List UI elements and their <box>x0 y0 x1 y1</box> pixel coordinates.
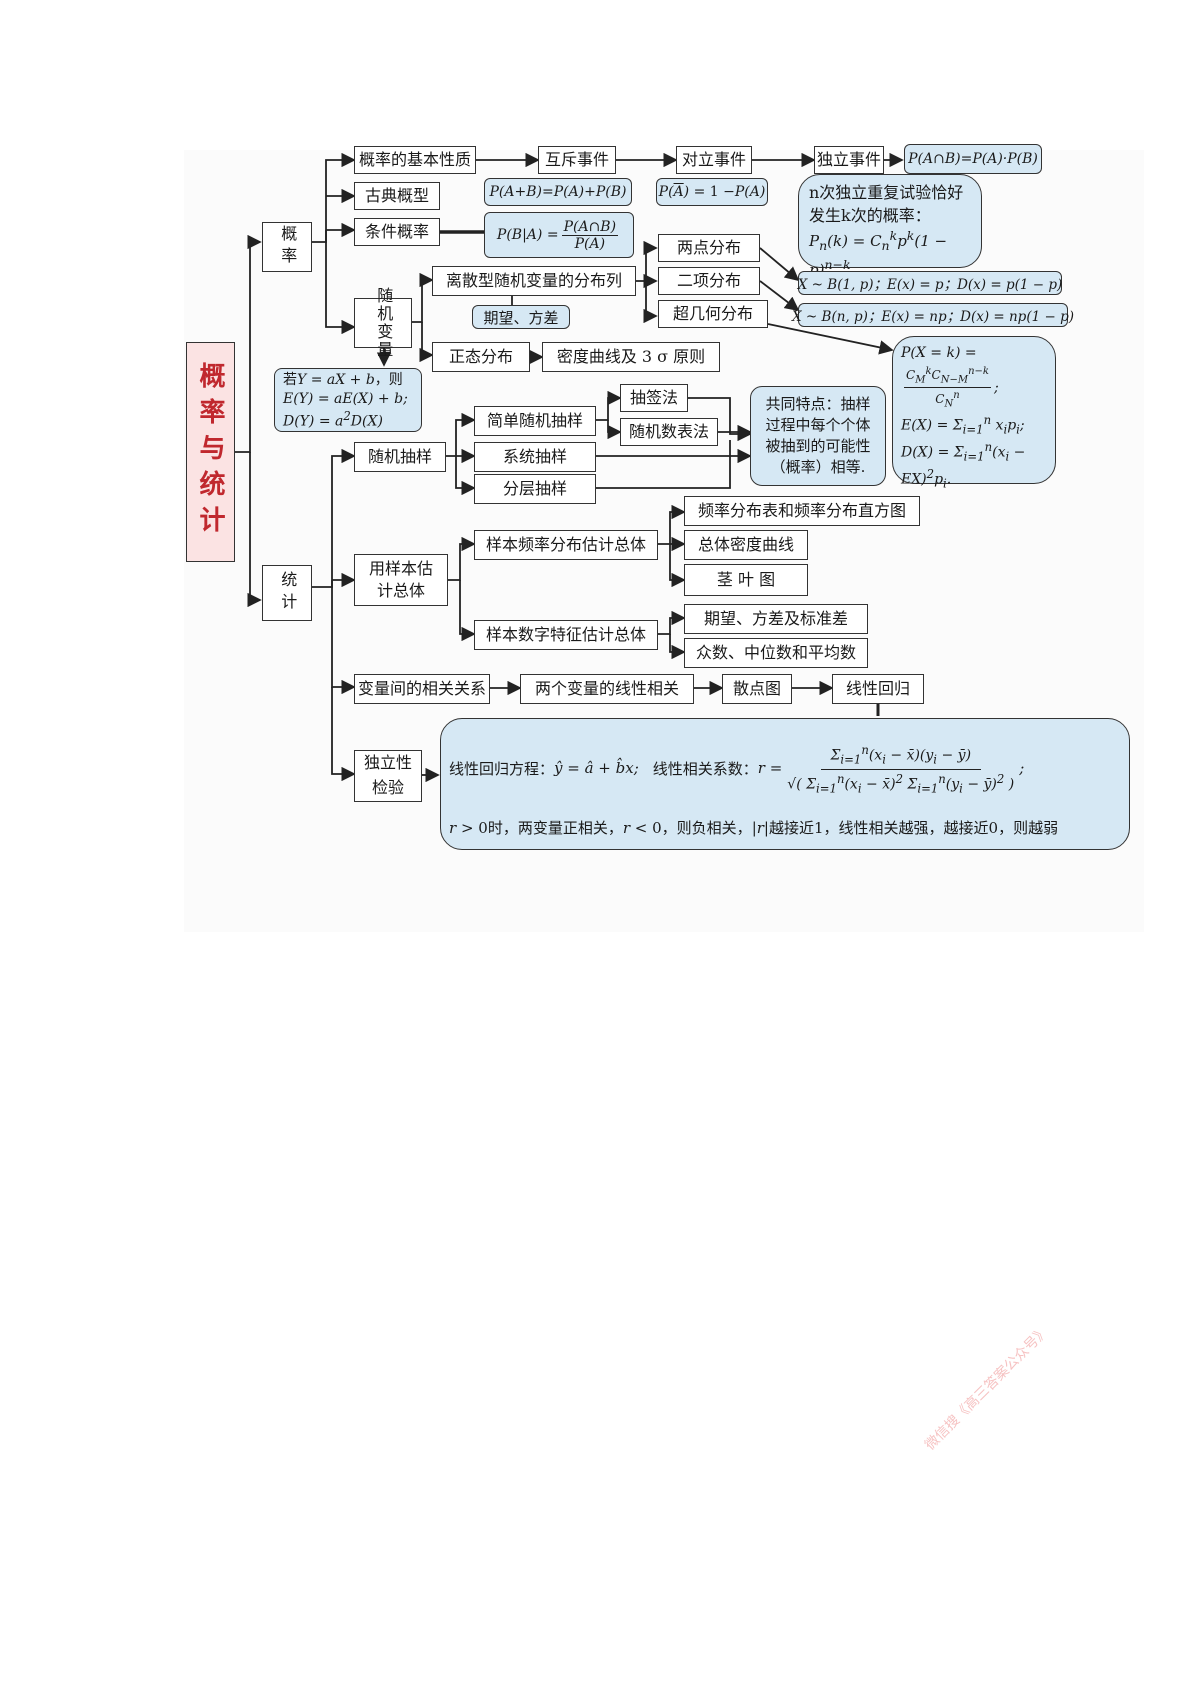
corr-note-positive: 时，两变量正相关， <box>487 819 623 837</box>
node-linear-regression: 线性回归 <box>832 674 924 704</box>
probability-statistics-mindmap: 概率与统计 概率 统计 概率的基本性质 古典概型 条件概率 随机变量 互斥事件 … <box>184 144 1144 932</box>
formula-bernoulli: Pn(k) = Cnkpk(1 − p)n−k <box>809 228 948 279</box>
node-frequency-table-histogram: 频率分布表和频率分布直方图 <box>684 496 920 526</box>
formula-linear-variance: D(Y) = a2D(X) <box>283 408 383 430</box>
formula-complement: P(A) = 1 − P(A) <box>656 178 768 206</box>
node-systematic-sampling: 系统抽样 <box>474 442 596 472</box>
node-expectation-variance: 期望、方差 <box>472 305 570 329</box>
formula-linear-transform: 若Y = aX + b，则 <box>283 372 403 388</box>
node-mutually-exclusive: 互斥事件 <box>538 146 616 174</box>
node-density-curve: 总体密度曲线 <box>684 530 808 560</box>
node-simple-random-sampling: 简单随机抽样 <box>474 406 596 436</box>
linear-rule-then: ，则 <box>374 372 403 388</box>
node-numeric-feature-estimate: 样本数字特征估计总体 <box>474 620 658 650</box>
formula-regression-equation: ŷ = â + b̂x; <box>554 759 639 777</box>
node-stem-leaf: 茎 叶 图 <box>684 564 808 596</box>
node-random-variable: 随机变量 <box>354 287 412 359</box>
node-normal-distribution: 正态分布 <box>432 342 530 372</box>
box-linear-transform-rule: 若Y = aX + b，则 E(Y) = aE(X) + b; D(Y) = a… <box>274 368 422 432</box>
node-conditional-probability: 条件概率 <box>354 218 440 246</box>
formula-hyper-expectation: E(X) = Σi=1n xipi; <box>901 412 1025 437</box>
box-common-feature: 共同特点：抽样过程中每个个体被抽到的可能性（概率）相等. <box>750 386 886 486</box>
node-probability: 概率 <box>262 222 312 272</box>
node-two-point: 两点分布 <box>658 234 760 262</box>
node-mean-variance-sd: 期望、方差及标准差 <box>684 604 868 634</box>
linear-rule-prefix: 若 <box>283 372 297 388</box>
bernoulli-text: n次独立重复试验恰好发生k次的概率： <box>809 183 964 226</box>
node-complementary: 对立事件 <box>676 146 752 174</box>
node-independence-test: 独立性检验 <box>354 750 422 802</box>
formula-independent-product: P(A∩B)=P(A)·P(B) <box>904 144 1042 174</box>
node-scatter-plot: 散点图 <box>722 674 792 704</box>
node-hypergeometric: 超几何分布 <box>658 300 768 328</box>
formula-two-point: X ~ B(1, p)；E(x) = p；D(x) = p(1 − p) <box>798 271 1062 295</box>
node-basic-properties: 概率的基本性质 <box>354 146 476 174</box>
node-binomial: 二项分布 <box>658 267 760 295</box>
node-classical-model: 古典概型 <box>354 182 440 210</box>
formula-exclusive-sum: P(A+B)=P(A)+P(B) <box>484 178 632 206</box>
node-lottery-method: 抽签法 <box>620 384 688 412</box>
node-linear-correlation: 两个变量的线性相关 <box>520 674 694 704</box>
connector-lines <box>235 152 904 783</box>
node-random-number-table: 随机数表法 <box>620 418 718 446</box>
node-variable-correlation: 变量间的相关关系 <box>354 674 490 704</box>
corr-note-negative: ，则负相关， <box>661 819 752 837</box>
formula-hyper-variance: D(X) = Σi=1n(xi − EX)2pi. <box>901 439 1026 491</box>
node-mode-median-mean: 众数、中位数和平均数 <box>684 638 868 668</box>
watermark: 微信搜《高三答案公众号》 <box>922 1323 1053 1454</box>
root-node: 概率与统计 <box>186 342 235 562</box>
formula-linear-expectation: E(Y) = aE(X) + b; <box>283 390 408 407</box>
formula-conditional: P(B|A) =P(A∩B)P(A) <box>484 212 634 258</box>
root-label: 概率与统计 <box>195 362 225 542</box>
box-bernoulli-trials: n次独立重复试验恰好发生k次的概率： Pn(k) = Cnkpk(1 − p)n… <box>798 174 982 279</box>
node-stratified-sampling: 分层抽样 <box>474 474 596 504</box>
node-sample-estimate: 用样本估计总体 <box>354 554 448 606</box>
node-random-sampling: 随机抽样 <box>354 442 446 472</box>
node-density-curve-3sigma: 密度曲线及 3 σ 原则 <box>542 342 720 372</box>
box-regression-formulas: 线性回归方程： ŷ = â + b̂x; 线性相关系数： r =Σi=1n(xi… <box>440 718 1130 850</box>
regression-equation-label: 线性回归方程： <box>449 759 555 778</box>
node-discrete-distribution: 离散型随机变量的分布列 <box>432 266 636 296</box>
corr-note-strength: 越接近1，线性相关越强，越接近0，则越弱 <box>768 819 1059 837</box>
correlation-coefficient-label: 线性相关系数： <box>652 759 758 778</box>
node-frequency-distribution-estimate: 样本频率分布估计总体 <box>474 530 658 560</box>
node-statistics: 统计 <box>262 565 312 621</box>
formula-binomial: X ~ B(n, p)；E(x) = np；D(x) = np(1 − p) <box>792 303 1074 327</box>
formula-correlation-coefficient: r =Σi=1n(xi − x̄)(yi − ȳ)√( Σi=1n(xi − x… <box>757 743 1025 795</box>
node-independent: 独立事件 <box>814 146 884 174</box>
